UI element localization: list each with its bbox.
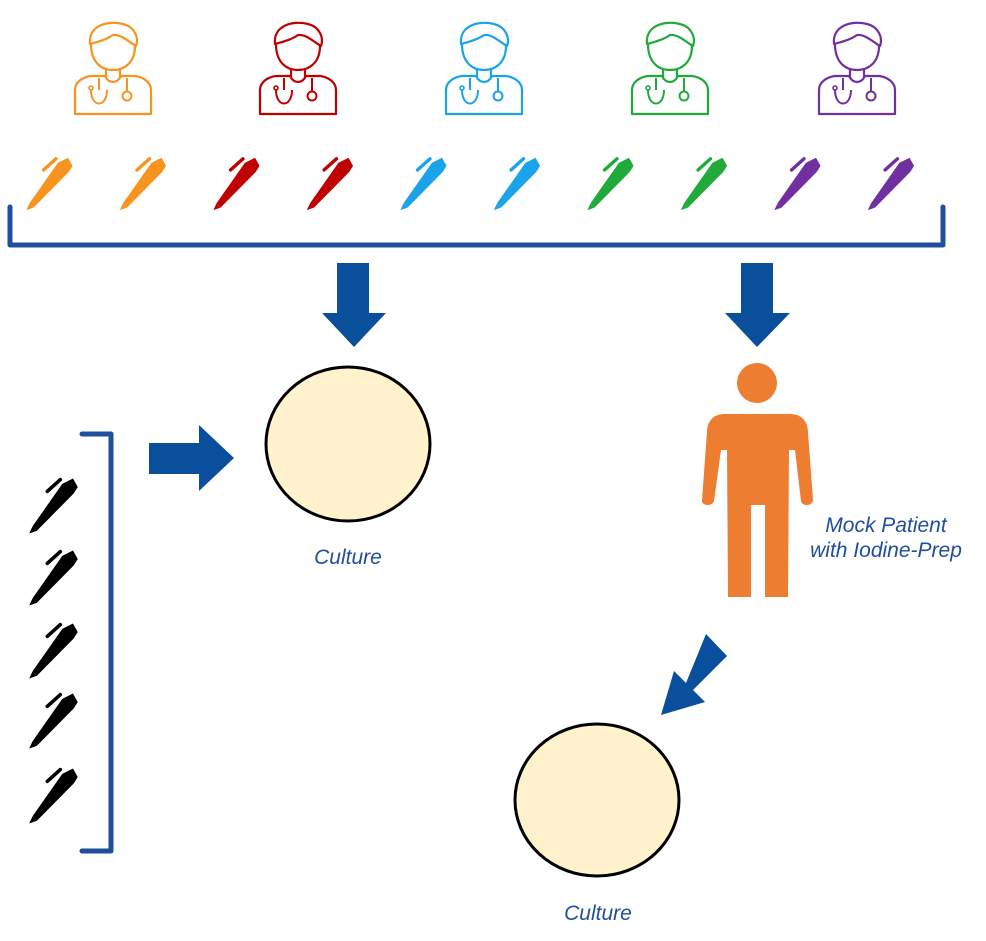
control-pens-bracket [79,431,114,854]
mock-patient-label-line1: Mock Patient [825,514,947,537]
doctor-orange-icon [73,21,153,116]
mock-patient-label: Mock Patient with Iodine-Prep [786,513,986,563]
person-silhouette-icon [701,363,813,597]
culture-label-2: Culture [564,902,632,925]
doctor-red-icon [258,21,338,116]
doctor-pens-row [12,151,919,213]
control-pen-2-icon [15,543,83,608]
pen-blue-2-icon [480,151,545,213]
culture-dish-2 [513,722,681,878]
control-pen-5-icon [15,761,83,826]
culture-dish-1 [264,365,432,523]
arrow-right-to-culture [149,425,234,491]
mock-patient-label-line2: with Iodine-Prep [810,539,962,562]
control-pen-4-icon [15,686,83,751]
control-pens-column [15,471,83,826]
pen-orange-2-icon [106,151,171,213]
doctor-purple-icon [817,21,897,116]
pen-purple-1-icon [760,151,826,213]
doctors-row [73,21,897,116]
pen-blue-1-icon [386,151,452,213]
control-pen-1-icon [15,471,83,536]
arrow-down-left-to-culture [661,634,727,715]
pens-bracket [7,204,946,248]
pen-orange-1-icon [12,151,78,213]
doctor-blue-icon [444,21,524,116]
arrow-down-to-culture [322,263,386,347]
pen-red-1-icon [199,151,265,213]
pen-green-2-icon [667,151,732,213]
pen-red-2-icon [293,151,358,213]
pen-green-1-icon [573,151,639,213]
arrow-down-to-patient [725,263,790,347]
pen-purple-2-icon [854,151,919,213]
doctor-green-icon [630,21,710,116]
control-pen-3-icon [15,616,83,681]
culture-label-1: Culture [314,546,382,569]
